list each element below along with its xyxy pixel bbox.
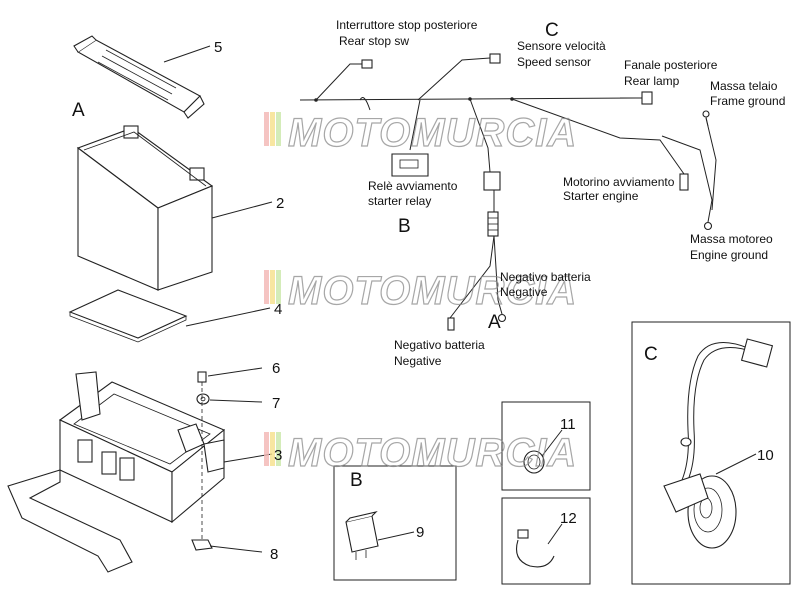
label-starter-engine-en: Starter engine	[563, 189, 639, 203]
label-speed-sensor-it: Sensore velocità	[517, 39, 606, 53]
watermark-middle: MOTOMURCIA	[264, 268, 577, 314]
battery-negative-terminal-lower	[447, 317, 455, 331]
battery-pad-part	[68, 289, 188, 343]
leader-7	[209, 399, 263, 403]
leader-4	[185, 307, 271, 327]
part-number-12: 12	[560, 510, 577, 527]
label-speed-sensor-en: Speed sensor	[517, 55, 591, 69]
label-battery-negative-lower-en: Negative	[394, 354, 442, 368]
label-rear-stop-it: Interruttore stop posteriore	[336, 18, 478, 32]
wiring-harness	[299, 57, 717, 319]
starter-engine-connector	[679, 173, 689, 191]
section-letter-b-box: B	[350, 470, 363, 491]
label-starter-engine-it: Motorino avviamento	[563, 175, 675, 189]
box-b-frame	[333, 465, 457, 581]
fuse-holder-part	[483, 171, 501, 191]
leader-2	[211, 201, 273, 219]
cable-tie-part	[515, 529, 555, 568]
part-number-7: 7	[272, 395, 280, 412]
part-number-5: 5	[214, 39, 222, 56]
section-letter-a-left: A	[72, 100, 85, 121]
relay-part	[345, 511, 379, 560]
leader-6	[207, 367, 263, 377]
watermark-text-top: MOTOMURCIA	[288, 111, 577, 155]
section-letter-c-box: C	[644, 344, 658, 365]
leader-10	[715, 453, 757, 475]
watermark-top: MOTOMURCIA	[264, 110, 577, 156]
clip-nut-part	[191, 539, 213, 551]
part-number-11: 11	[560, 416, 576, 433]
part-number-4: 4	[274, 301, 282, 318]
label-rear-stop-en: Rear stop sw	[339, 34, 409, 48]
label-battery-negative-upper-en: Negative	[500, 285, 548, 299]
speed-sensor-part	[663, 338, 774, 549]
label-engine-ground-en: Engine ground	[690, 248, 768, 262]
box-c-frame	[631, 321, 791, 585]
section-letter-b-middle: B	[398, 216, 411, 237]
label-rear-lamp-en: Rear lamp	[624, 74, 680, 88]
engine-ground-terminal	[703, 221, 713, 231]
screw-part	[197, 371, 207, 386]
starter-relay-connector	[391, 153, 429, 177]
washer-part	[196, 393, 210, 405]
label-frame-ground-it: Massa telaio	[710, 79, 778, 93]
label-battery-negative-upper-it: Negativo batteria	[500, 270, 591, 284]
leader-12	[547, 523, 563, 545]
battery-negative-terminal-upper	[497, 313, 507, 323]
watermark-text-bottom: MOTOMURCIA	[288, 431, 577, 475]
label-engine-ground-it: Massa motoreo	[690, 232, 773, 246]
label-starter-relay-en: starter relay	[368, 194, 431, 208]
ring-clip-part	[523, 450, 545, 474]
part-number-8: 8	[270, 546, 278, 563]
box-11-frame	[501, 401, 591, 491]
label-frame-ground-en: Frame ground	[710, 94, 785, 108]
battery-strap-part	[73, 35, 205, 119]
leader-11	[541, 429, 563, 457]
part-number-2: 2	[276, 195, 284, 212]
box-12-frame	[501, 497, 591, 585]
speed-sensor-connector	[489, 53, 501, 64]
rear-stop-switch-part	[361, 59, 373, 69]
part-number-10: 10	[757, 447, 774, 464]
part-number-3: 3	[274, 447, 282, 464]
leader-5	[163, 45, 211, 63]
harness-sleeve-part	[487, 211, 499, 237]
rear-lamp-connector	[641, 91, 653, 105]
section-letter-c-top: C	[545, 20, 559, 41]
label-battery-negative-lower-it: Negativo batteria	[394, 338, 485, 352]
frame-ground-terminal	[702, 110, 710, 127]
section-letter-a-bottom: A	[488, 312, 501, 333]
battery-part	[76, 125, 214, 291]
part-number-9: 9	[416, 524, 424, 541]
watermark-text-middle: MOTOMURCIA	[288, 269, 577, 313]
leader-8	[209, 545, 263, 553]
label-starter-relay-it: Relè avviamento	[368, 179, 458, 193]
label-rear-lamp-it: Fanale posteriore	[624, 58, 718, 72]
battery-tray-part	[7, 371, 226, 573]
watermark-bottom: MOTOMURCIA	[264, 430, 577, 476]
part-number-6: 6	[272, 360, 280, 377]
leader-9	[377, 531, 415, 541]
